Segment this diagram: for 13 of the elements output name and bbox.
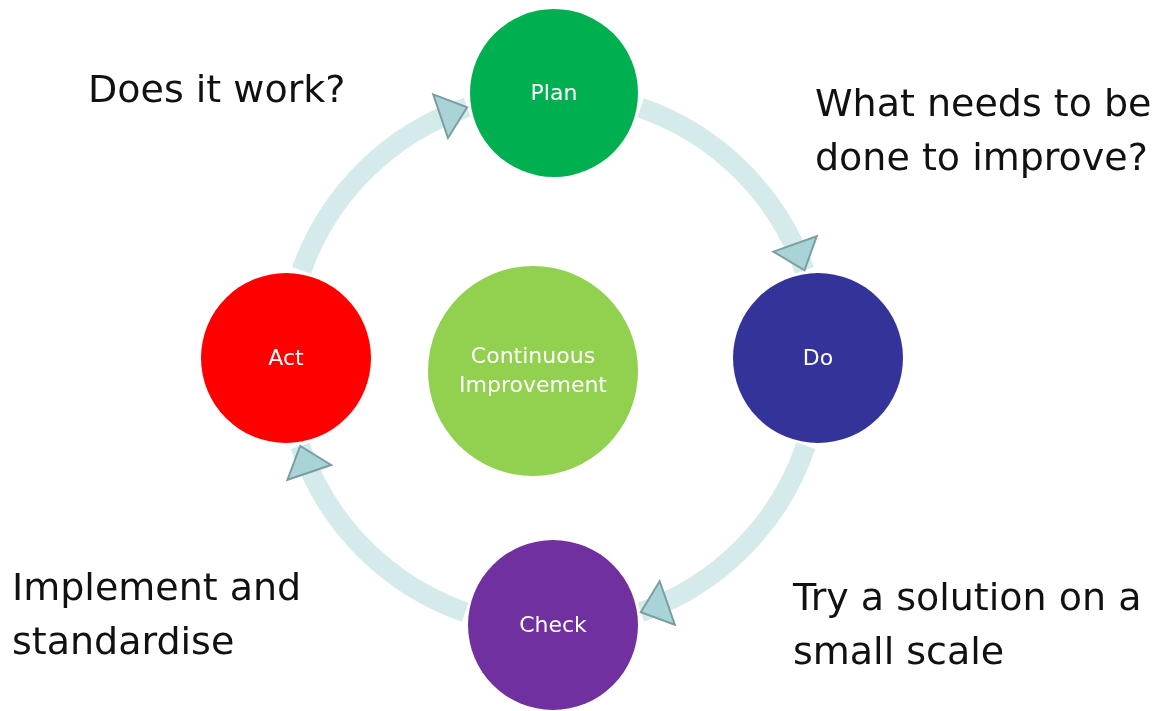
- arrow: [636, 98, 816, 275]
- step-label: Continuous Improvement: [458, 342, 608, 399]
- step-label: Do: [802, 343, 834, 372]
- arrow: [636, 442, 816, 624]
- arrow: [288, 442, 470, 622]
- annotation-text: Implement and standardise: [12, 564, 303, 665]
- step-label: Plan: [530, 78, 578, 107]
- annotation-text: Does it work?: [88, 66, 347, 113]
- arrow: [292, 95, 471, 275]
- annotation-text: Try a solution on a small scale: [793, 574, 1143, 675]
- step-label: Act: [268, 343, 304, 372]
- step-label: Check: [519, 610, 587, 639]
- annotation-text: What needs to be done to improve?: [815, 80, 1153, 181]
